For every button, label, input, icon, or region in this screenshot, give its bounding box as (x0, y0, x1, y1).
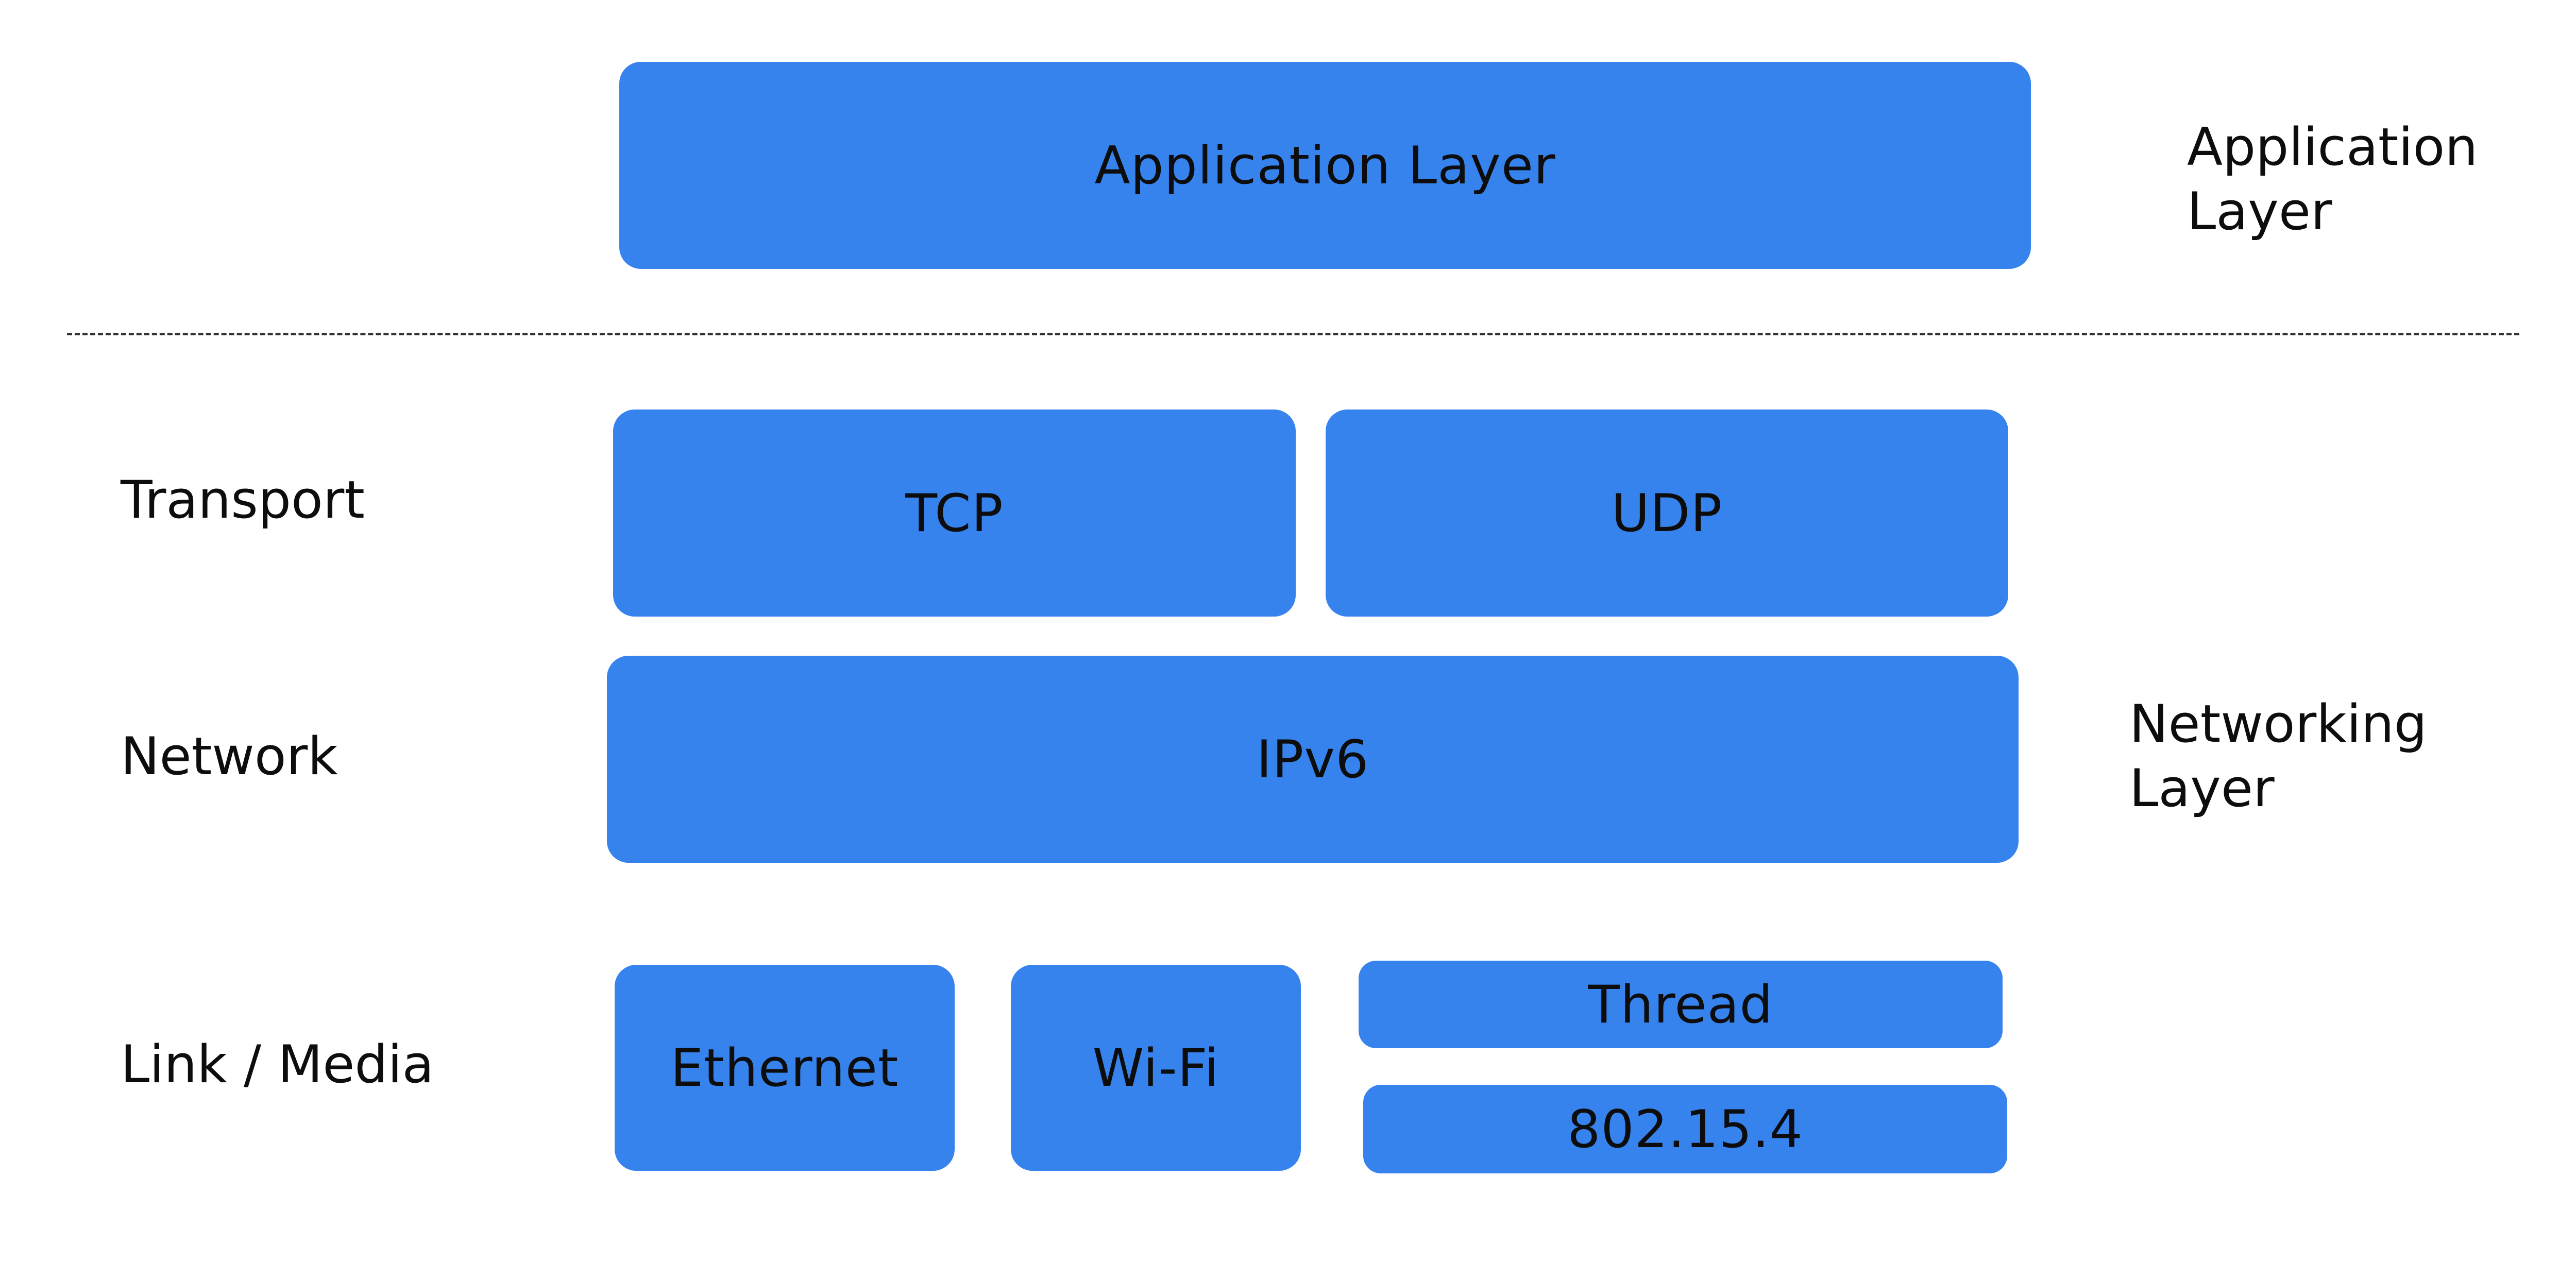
ipv6-box-label: IPv6 (1256, 729, 1369, 790)
application-label-line2: Layer (2187, 181, 2332, 242)
network-label: Network (121, 726, 338, 787)
networking-label-line2: Layer (2129, 758, 2275, 818)
thread-box: Thread (1359, 961, 2003, 1048)
ieee-802-15-4-box-label: 802.15.4 (1567, 1099, 1803, 1159)
application-layer-box-label: Application Layer (1094, 135, 1556, 196)
udp-box: UDP (1326, 410, 2008, 617)
tcp-box: TCP (613, 410, 1296, 617)
application-layer-side-label: Application Layer (2187, 115, 2478, 244)
application-label-line1: Application (2187, 116, 2478, 177)
transport-label: Transport (121, 469, 365, 530)
tcp-box-label: TCP (905, 483, 1004, 543)
ipv6-box: IPv6 (607, 656, 2019, 863)
ethernet-box-label: Ethernet (670, 1037, 899, 1098)
ieee-802-15-4-box: 802.15.4 (1363, 1085, 2007, 1173)
udp-box-label: UDP (1611, 483, 1723, 543)
networking-label-line1: Networking (2129, 693, 2427, 754)
application-layer-box: Application Layer (619, 62, 2031, 269)
layer-divider (67, 333, 2519, 335)
wifi-box-label: Wi-Fi (1092, 1037, 1219, 1098)
ethernet-box: Ethernet (615, 965, 955, 1171)
thread-box-label: Thread (1588, 974, 1773, 1035)
wifi-box: Wi-Fi (1011, 965, 1301, 1171)
networking-layer-side-label: Networking Layer (2129, 692, 2427, 821)
link-media-label: Link / Media (121, 1034, 434, 1095)
